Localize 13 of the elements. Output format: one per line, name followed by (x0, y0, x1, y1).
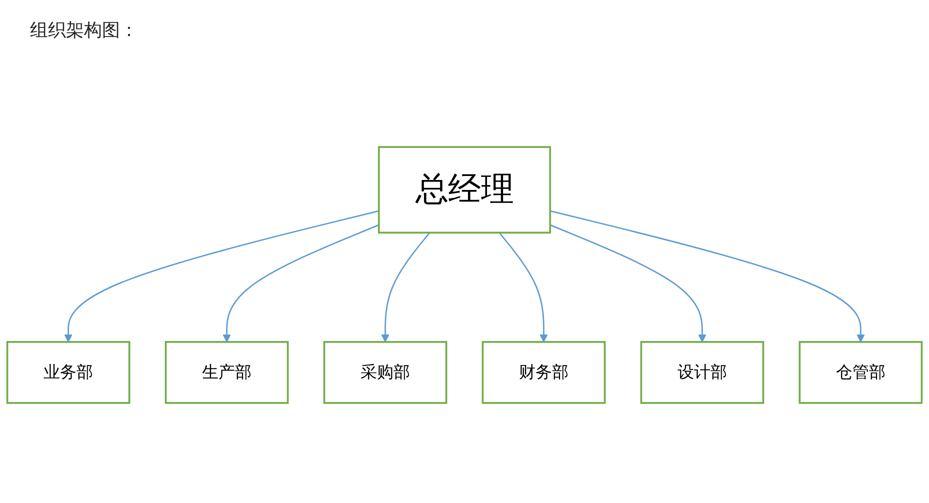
arrow (381, 232, 430, 342)
node-box: 业务部 (6, 341, 130, 404)
node-box: 仓管部 (798, 341, 923, 404)
node-box: 采购部 (323, 341, 448, 404)
arrow (498, 232, 548, 342)
node-box: 财务部 (482, 341, 606, 404)
arrow (550, 210, 865, 342)
arrow (550, 224, 706, 342)
arrow (64, 210, 380, 342)
node-box: 生产部 (164, 341, 289, 404)
diagram-title: 组织架构图： (30, 19, 138, 42)
arrow (222, 224, 380, 342)
node-box: 设计部 (640, 341, 764, 404)
